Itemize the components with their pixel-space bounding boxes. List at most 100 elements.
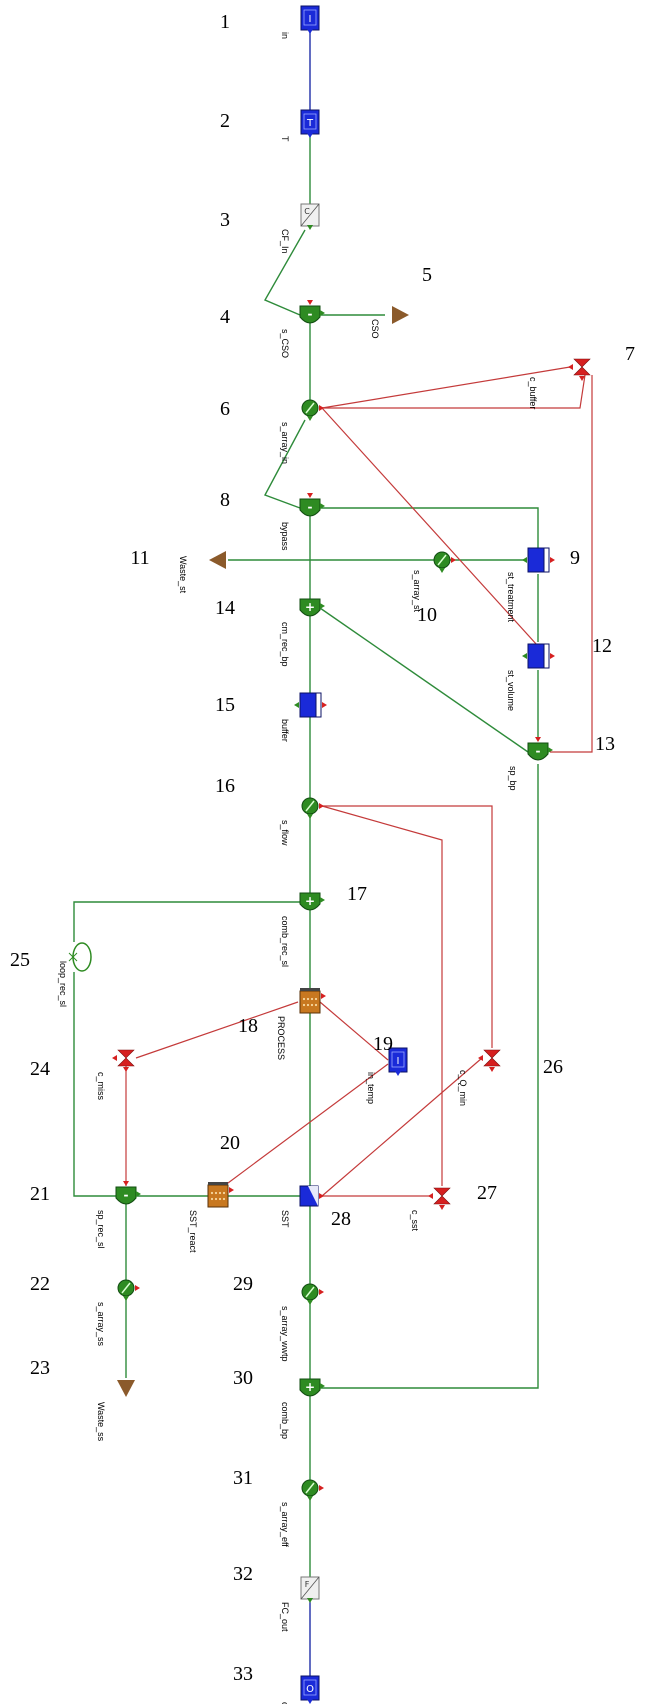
block-c_sst[interactable] (428, 1187, 451, 1210)
port-icon (307, 300, 313, 305)
port-icon (307, 1699, 313, 1704)
block-s_array_wwtp[interactable] (301, 1283, 324, 1305)
block-number: 3 (220, 209, 230, 231)
reactor-bubble (306, 1003, 310, 1007)
block-number: 22 (30, 1273, 50, 1295)
port-icon (489, 1067, 495, 1072)
block-glyph: + (305, 1380, 315, 1394)
combiner-icon (299, 892, 321, 911)
port-icon (294, 702, 299, 708)
block-number: 2 (220, 110, 230, 132)
block-number: 27 (477, 1182, 497, 1204)
splitter-icon (299, 305, 321, 324)
block-CF_In[interactable]: C (300, 203, 320, 230)
port-icon (550, 557, 555, 563)
reactor-lid (300, 988, 320, 991)
block-sp_bp[interactable]: - (527, 737, 553, 761)
block-s_CSO[interactable]: - (299, 300, 325, 324)
block-number: 18 (238, 1015, 258, 1037)
block-st_volume[interactable] (522, 643, 555, 669)
block-label: c_sst (410, 1210, 420, 1232)
wire-bypass-to-st_treatment (310, 507, 539, 548)
port-icon (319, 1485, 324, 1491)
reactor-bubble (214, 1191, 218, 1195)
block-label: s_flow (280, 820, 290, 846)
port-icon (579, 376, 585, 381)
block-in[interactable]: I (300, 5, 320, 34)
port-icon (321, 993, 326, 999)
block-c_miss[interactable] (112, 1049, 135, 1072)
block-T[interactable]: T (300, 109, 320, 138)
block-label: c_miss (96, 1072, 106, 1101)
block-s_array_eff[interactable] (301, 1479, 324, 1501)
splitter-icon (115, 1186, 137, 1205)
block-number: 11 (130, 547, 149, 569)
port-icon (123, 1067, 129, 1072)
block-PROCESS[interactable] (299, 988, 326, 1014)
port-icon (451, 557, 456, 563)
block-SST[interactable] (299, 1185, 324, 1207)
port-icon (320, 1383, 325, 1389)
block-s_array_ss[interactable] (117, 1279, 140, 1301)
block-number: 17 (347, 883, 367, 905)
port-icon (307, 29, 313, 34)
port-icon (535, 737, 541, 742)
block-sp_rec_sl[interactable]: - (115, 1181, 141, 1205)
block-in_temp[interactable]: I (388, 1047, 408, 1076)
port-icon (428, 1193, 433, 1199)
block-glyph: O (306, 1684, 314, 1695)
block-number: 9 (570, 547, 580, 569)
block-label: in (280, 32, 290, 39)
block-comb_bp[interactable]: + (299, 1378, 325, 1397)
block-FC_out[interactable]: F (300, 1576, 320, 1603)
block-Waste_st[interactable] (209, 551, 226, 569)
block-bypass[interactable]: - (299, 493, 325, 517)
block-CSO[interactable] (392, 306, 409, 324)
block-s_array_st[interactable] (433, 551, 456, 573)
block-s_flow[interactable] (301, 797, 324, 819)
block-comb_rec_sl[interactable]: + (299, 892, 325, 911)
reactor-bubble (310, 1003, 314, 1007)
block-glyph: - (308, 500, 313, 514)
block-number: 6 (220, 398, 230, 420)
block-Waste_ss[interactable] (117, 1380, 135, 1397)
tank-level-bar (315, 692, 322, 718)
block-number: 31 (233, 1467, 253, 1489)
block-number: 25 (10, 949, 30, 971)
label-layer: inTCF_Ins_CSOCSOs_array_inc_bufferbypass… (58, 32, 538, 1704)
signal-c_Q_min-to-SST (321, 1057, 483, 1197)
reactor-lid (208, 1182, 228, 1185)
block-glyph: C (304, 207, 310, 216)
block-st_treatment[interactable] (522, 547, 555, 573)
port-icon (522, 557, 527, 563)
block-label: bypass (280, 522, 290, 551)
block-buffer[interactable] (294, 692, 327, 718)
block-c_Q_min[interactable] (478, 1049, 501, 1072)
block-cm_rec_bp[interactable]: + (299, 598, 325, 617)
block-number: 1 (220, 11, 230, 33)
block-loop_rec_sl[interactable] (68, 942, 92, 972)
block-number: 30 (233, 1367, 253, 1389)
block-label: Waste_st (178, 556, 188, 594)
block-label: T (280, 136, 290, 142)
block-label: CF_In (280, 229, 290, 254)
loop-breaker-icon (72, 942, 92, 972)
waste-sink-icon (117, 1380, 135, 1397)
port-icon (307, 1300, 313, 1305)
block-out[interactable]: O (300, 1675, 320, 1704)
block-number: 4 (220, 306, 230, 328)
port-icon (307, 416, 313, 421)
block-label: sp_rec_sl (96, 1210, 106, 1249)
sensor-slash (305, 402, 315, 414)
wire-CF_In-to-s_CSO (264, 229, 306, 316)
block-number: 12 (592, 635, 612, 657)
block-c_buffer[interactable] (568, 358, 591, 381)
block-label: sp_bp (508, 766, 518, 791)
port-icon (112, 1055, 117, 1061)
block-label: c_Q_min (458, 1070, 468, 1106)
block-s_array_in[interactable] (301, 399, 324, 421)
block-SST_react[interactable] (207, 1182, 234, 1208)
port-icon (568, 364, 573, 370)
